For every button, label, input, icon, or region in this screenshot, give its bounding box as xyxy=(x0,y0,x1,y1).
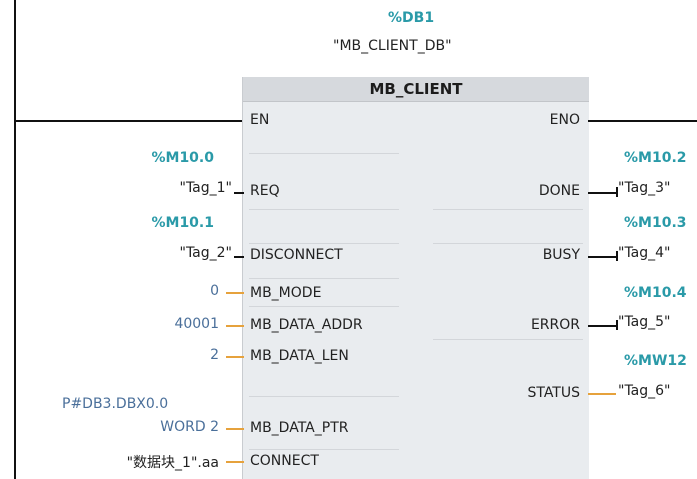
pin-separator xyxy=(249,243,399,244)
busy-symbol[interactable]: "Tag_4" xyxy=(618,245,671,261)
connect-wire xyxy=(226,461,244,463)
pin-error[interactable]: ERROR xyxy=(530,317,580,333)
status-symbol[interactable]: "Tag_6" xyxy=(618,383,671,399)
pin-separator xyxy=(249,449,399,450)
pin-mb-data-len[interactable]: MB_DATA_LEN xyxy=(250,348,349,364)
pin-separator xyxy=(249,278,399,279)
req-wire xyxy=(234,192,244,194)
mb-data-addr-wire xyxy=(226,325,244,327)
mb-mode-value[interactable]: 0 xyxy=(210,283,219,299)
eno-wire xyxy=(588,120,697,122)
pin-mb-mode[interactable]: MB_MODE xyxy=(250,285,322,301)
mb-data-ptr-pointer[interactable]: P#DB3.DBX0.0 xyxy=(62,396,169,412)
block-title[interactable]: MB_CLIENT xyxy=(243,77,589,102)
pin-disconnect[interactable]: DISCONNECT xyxy=(250,247,343,263)
pin-done[interactable]: DONE xyxy=(538,183,580,199)
pin-separator xyxy=(433,243,583,244)
disconnect-wire xyxy=(234,256,244,258)
pin-en[interactable]: EN xyxy=(250,112,270,128)
mb-data-len-wire xyxy=(226,356,244,358)
status-address[interactable]: %MW12 xyxy=(624,353,687,369)
error-wire xyxy=(588,325,618,327)
mb-data-ptr-wire xyxy=(226,428,244,430)
pin-req[interactable]: REQ xyxy=(250,183,280,199)
done-wire xyxy=(588,192,618,194)
pin-eno[interactable]: ENO xyxy=(549,112,580,128)
busy-address[interactable]: %M10.3 xyxy=(624,215,687,231)
pin-separator xyxy=(249,306,399,307)
pin-separator xyxy=(433,339,583,340)
done-wire-end xyxy=(616,187,618,197)
connect-symbol[interactable]: "数据块_1".aa xyxy=(126,455,219,471)
pin-separator xyxy=(249,153,399,154)
pin-mb-data-ptr[interactable]: MB_DATA_PTR xyxy=(250,420,349,436)
error-symbol[interactable]: "Tag_5" xyxy=(618,314,671,330)
pin-busy[interactable]: BUSY xyxy=(542,247,580,263)
busy-wire xyxy=(588,256,618,258)
mb-client-block[interactable]: MB_CLIENT xyxy=(242,77,589,479)
mb-data-len-value[interactable]: 2 xyxy=(210,347,219,363)
disconnect-symbol[interactable]: "Tag_2" xyxy=(179,245,233,261)
pin-separator xyxy=(249,396,399,397)
pin-separator xyxy=(249,209,399,210)
pin-mb-data-addr[interactable]: MB_DATA_ADDR xyxy=(250,317,363,333)
busy-wire-end xyxy=(616,251,618,261)
en-wire xyxy=(16,120,242,122)
instance-db-address[interactable]: %DB1 xyxy=(388,10,435,26)
instance-db-symbol[interactable]: "MB_CLIENT_DB" xyxy=(333,38,452,54)
done-symbol[interactable]: "Tag_3" xyxy=(618,180,671,196)
pin-status[interactable]: STATUS xyxy=(527,385,580,401)
error-address[interactable]: %M10.4 xyxy=(624,285,687,301)
disconnect-address[interactable]: %M10.1 xyxy=(151,215,214,231)
left-power-rail xyxy=(14,0,16,479)
error-wire-end xyxy=(616,320,618,330)
mb-mode-wire xyxy=(226,292,244,294)
done-address[interactable]: %M10.2 xyxy=(624,150,687,166)
pin-separator xyxy=(433,209,583,210)
status-wire xyxy=(588,393,616,395)
req-symbol[interactable]: "Tag_1" xyxy=(179,180,233,196)
mb-data-addr-value[interactable]: 40001 xyxy=(174,316,219,332)
req-address[interactable]: %M10.0 xyxy=(151,150,214,166)
mb-data-ptr-type[interactable]: WORD 2 xyxy=(160,419,219,435)
pin-connect[interactable]: CONNECT xyxy=(250,453,319,469)
